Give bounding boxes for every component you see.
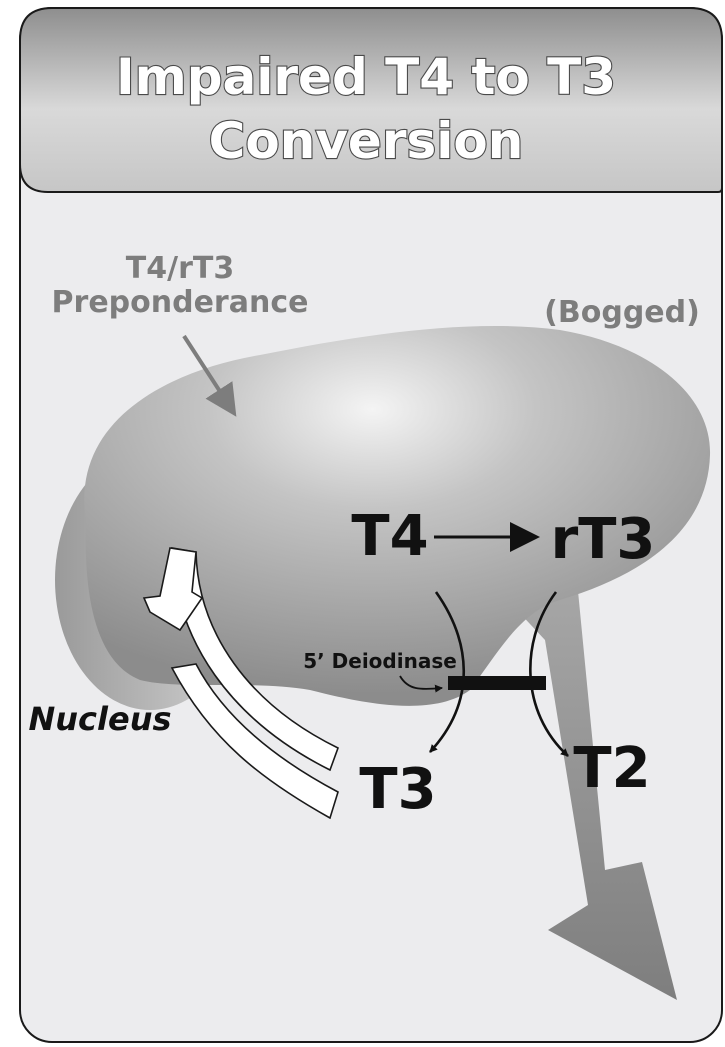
hormone-t2: T2	[573, 736, 650, 801]
preponderance-label-line1: T4/rT3	[126, 251, 234, 286]
deiodinase-label: 5’ Deiodinase	[303, 649, 457, 673]
hormone-rt3: rT3	[551, 507, 656, 572]
header-title-line1: Impaired T4 to T3	[116, 48, 616, 106]
hormone-t4: T4	[351, 504, 428, 569]
bogged-label: (Bogged)	[544, 295, 700, 330]
deiodinase-block	[448, 676, 546, 690]
nucleus-label: Nucleus	[28, 700, 171, 738]
hormone-t3: T3	[359, 757, 436, 822]
preponderance-label-line2: Preponderance	[52, 285, 309, 320]
header-title-line2: Conversion	[209, 112, 524, 170]
